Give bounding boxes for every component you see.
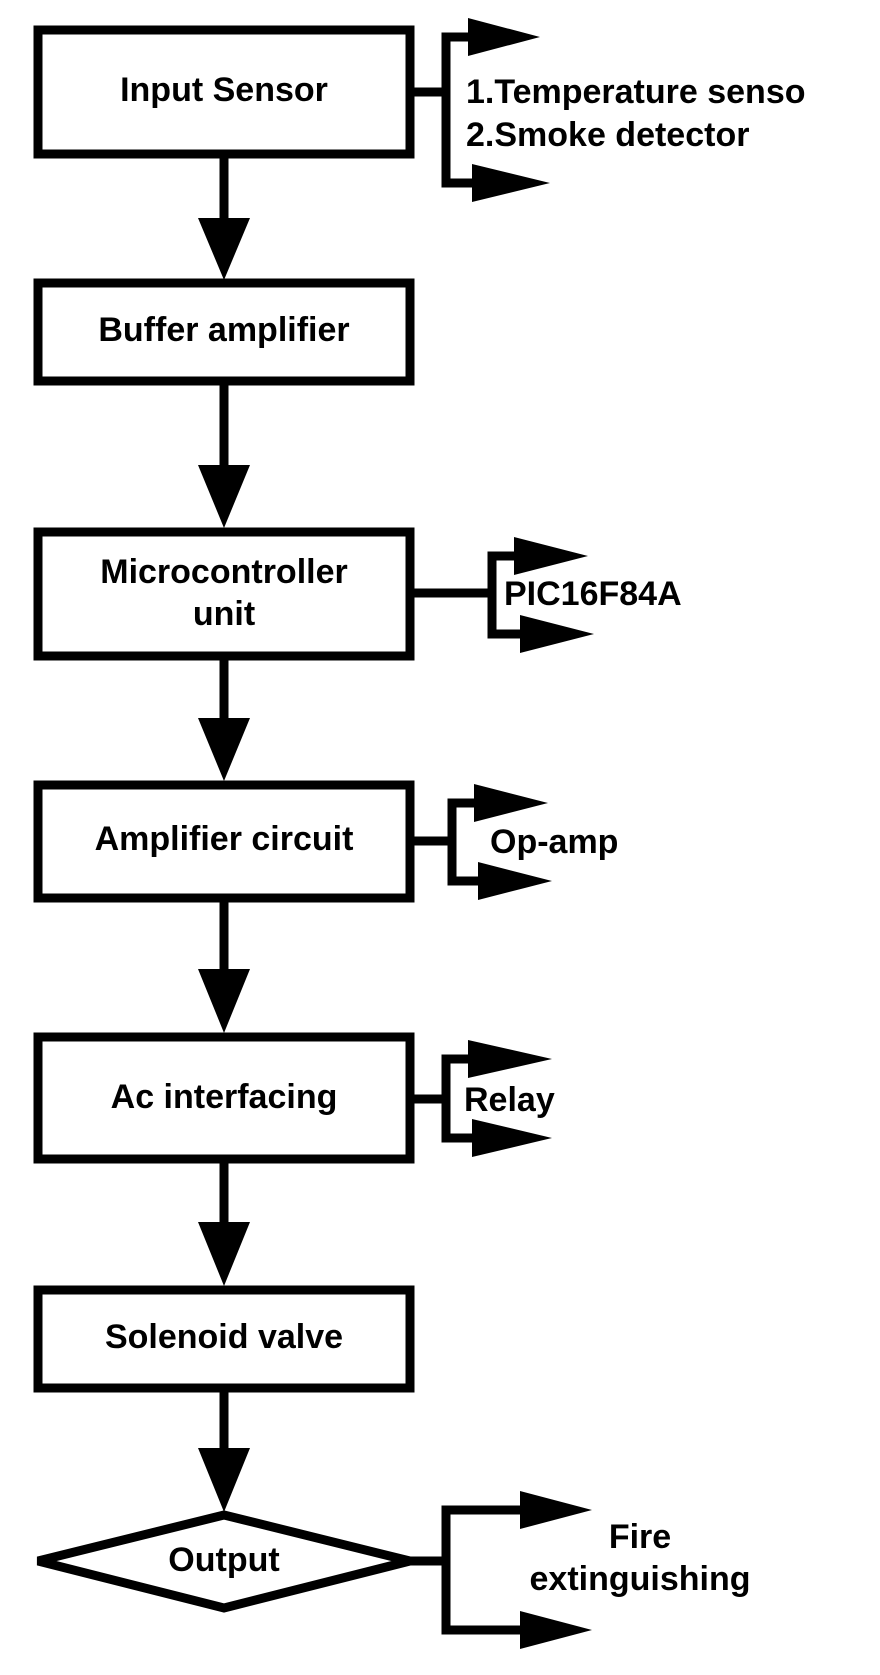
ac-interfacing-block: Ac interfacing xyxy=(33,1032,415,1164)
solenoid-valve-label: Solenoid valve xyxy=(105,1318,343,1356)
solenoid-valve-block: Solenoid valve xyxy=(33,1285,415,1393)
microcontroller-label-line2: unit xyxy=(193,595,255,633)
arrow-solenoid-to-output xyxy=(198,1392,250,1512)
buffer-amplifier-block: Buffer amplifier xyxy=(33,278,415,386)
input-sensor-block: Input Sensor xyxy=(33,25,415,159)
arrow-buffer-to-microcontroller xyxy=(198,385,250,528)
microcontroller-block: Microcontroller unit xyxy=(33,527,415,661)
sensor-type-2-label: 2.Smoke detector xyxy=(466,116,749,154)
arrow-microcontroller-to-amplifier xyxy=(198,660,250,781)
branch-input-sensor xyxy=(410,18,550,202)
ac-interfacing-label: Ac interfacing xyxy=(111,1078,338,1116)
amplifier-type-label: Op-amp xyxy=(490,823,618,861)
input-sensor-label: Input Sensor xyxy=(120,71,328,109)
branch-amplifier xyxy=(410,784,552,900)
branch-output xyxy=(410,1491,592,1649)
arrow-ac-interfacing-to-solenoid xyxy=(198,1163,250,1286)
branch-ac-interfacing xyxy=(410,1040,552,1157)
microcontroller-label-line1: Microcontroller xyxy=(100,553,347,591)
output-decision: Output xyxy=(36,1510,412,1613)
buffer-amplifier-label: Buffer amplifier xyxy=(98,311,349,349)
output-result-label-line1: Fire xyxy=(609,1518,671,1556)
output-label: Output xyxy=(168,1541,279,1579)
arrow-input-to-buffer xyxy=(198,158,250,280)
branch-microcontroller xyxy=(410,537,594,653)
arrow-amplifier-to-ac-interfacing xyxy=(198,902,250,1033)
sensor-type-1-label: 1.Temperature senso xyxy=(466,73,806,111)
output-result-label-line2: extinguishing xyxy=(530,1560,751,1598)
microcontroller-model-label: PIC16F84A xyxy=(504,575,682,613)
amplifier-circuit-block: Amplifier circuit xyxy=(33,780,415,903)
amplifier-circuit-label: Amplifier circuit xyxy=(95,820,354,858)
interface-device-label: Relay xyxy=(464,1081,555,1119)
